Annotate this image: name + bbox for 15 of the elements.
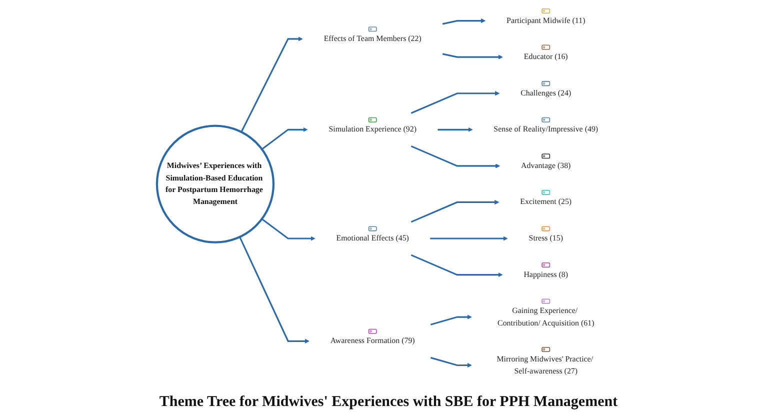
arrow: [442, 18, 486, 25]
arrow: [410, 91, 500, 114]
arrow: [261, 218, 316, 241]
arrow: [430, 314, 472, 326]
figure-caption: Theme Tree for Midwives' Experiences with SBE for PPH Management: [159, 394, 618, 411]
arrow: [442, 53, 503, 60]
arrow: [410, 145, 500, 168]
arrow: [240, 36, 303, 132]
arrow: [430, 236, 508, 241]
arrow: [239, 236, 310, 344]
arrow: [261, 127, 308, 150]
arrow: [410, 254, 503, 278]
arrow: [438, 127, 473, 132]
arrow: [410, 200, 500, 223]
arrow: [430, 356, 472, 368]
